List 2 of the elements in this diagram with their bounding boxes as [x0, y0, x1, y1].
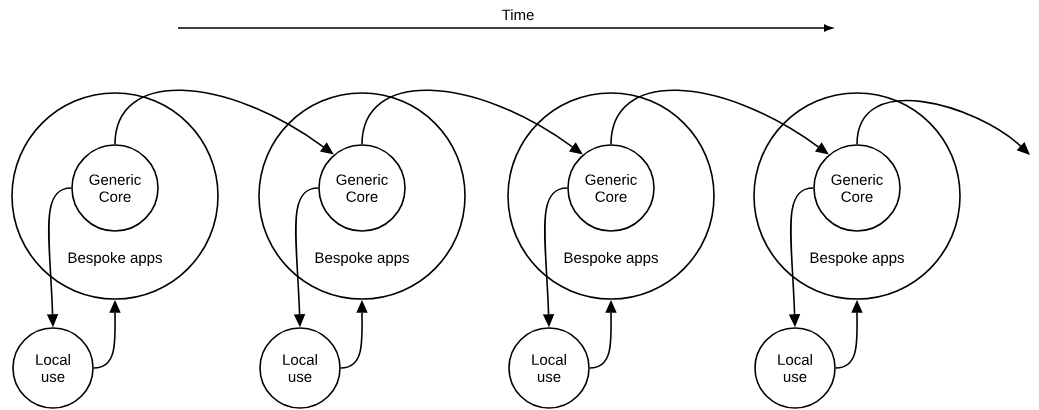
- axis-label: Time: [501, 9, 534, 21]
- arrow: [856, 99, 1030, 155]
